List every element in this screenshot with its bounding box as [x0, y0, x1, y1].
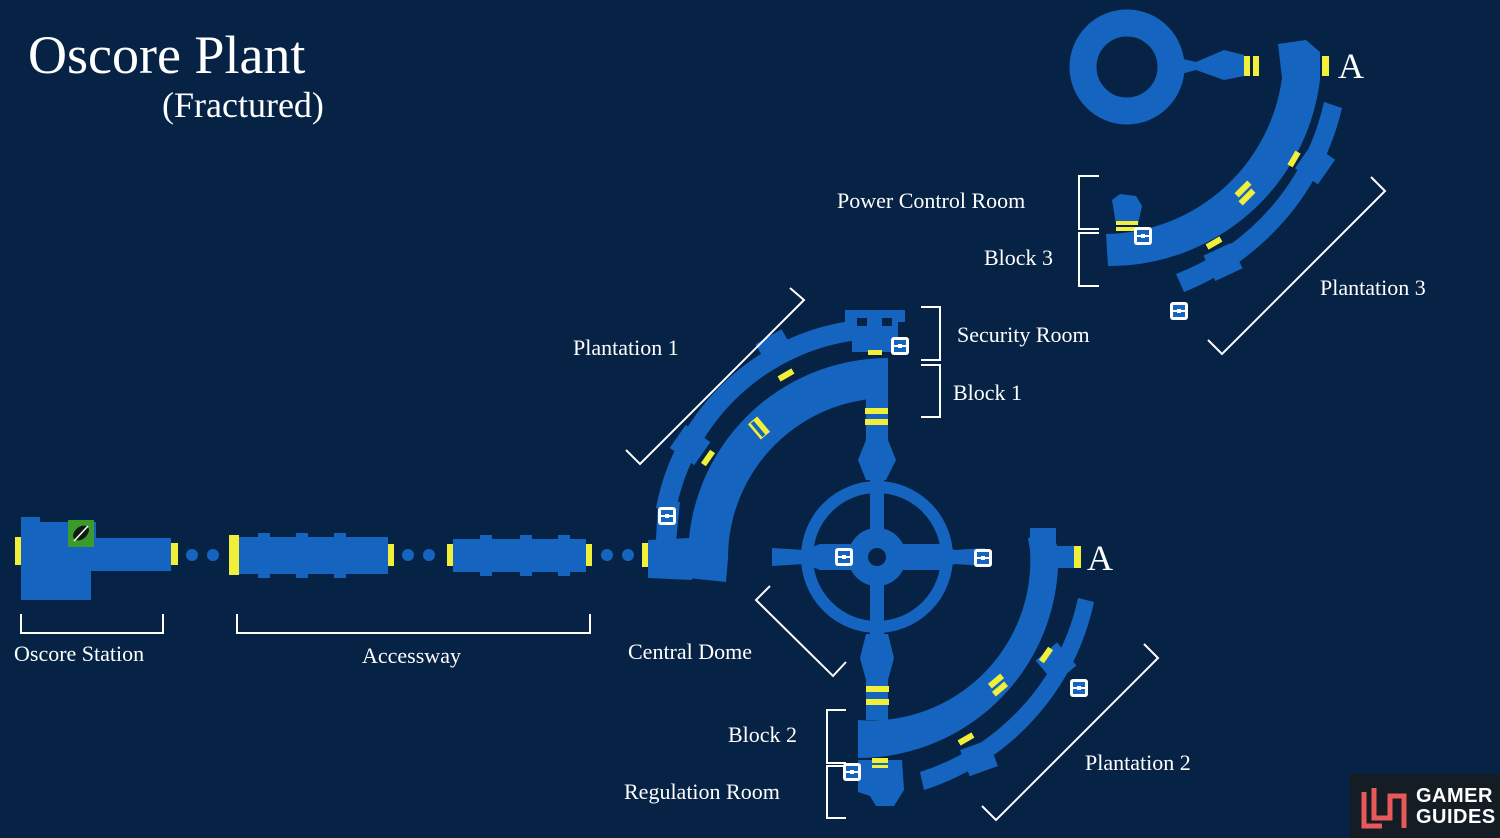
north-corridor [858, 398, 896, 480]
leaf-save-point-icon [68, 520, 94, 547]
treasure-chest-icon [974, 549, 992, 567]
treasure-chest-icon [835, 548, 853, 566]
power-control-room-bracket [1078, 175, 1099, 230]
block-2-bracket [826, 709, 846, 764]
connector-marker-top: A [1338, 46, 1364, 86]
oscore-station-bracket [20, 614, 164, 634]
central-dome [772, 478, 985, 638]
accessway-bracket [236, 614, 591, 634]
map-title: Oscore Plant [28, 25, 305, 85]
label-oscore-station: Oscore Station [14, 641, 144, 666]
power-control-room [1112, 194, 1142, 231]
block-1-bracket [921, 364, 941, 418]
treasure-chest-icon [1134, 227, 1152, 245]
ring-room [1069, 9, 1259, 125]
plantation-1-bracket [625, 287, 806, 466]
block-3-arc [1106, 40, 1329, 267]
gamer-guides-logo-icon [1361, 788, 1407, 829]
block-3-bracket [1078, 232, 1099, 287]
security-room [845, 310, 905, 355]
label-plantation-3: Plantation 3 [1320, 275, 1426, 300]
label-regulation-room: Regulation Room [624, 779, 780, 804]
treasure-chest-icon [891, 337, 909, 355]
logo-line-1: GAMER [1416, 785, 1493, 807]
plantation-2-bracket [981, 643, 1160, 822]
logo-line-2: GUIDES [1416, 806, 1496, 828]
path-dots [186, 549, 634, 561]
accessway-corridor [229, 533, 592, 578]
gamer-guides-logo: GAMER GUIDES [1350, 774, 1500, 838]
plantation-2-arc [920, 598, 1094, 790]
label-accessway: Accessway [362, 643, 461, 668]
plantation-3-bracket [1207, 176, 1387, 356]
block-2-arc [858, 528, 1081, 759]
label-plantation-2: Plantation 2 [1085, 750, 1191, 775]
oscore-station-room [15, 517, 178, 600]
gamer-guides-logo-text: GAMER GUIDES [1416, 786, 1496, 828]
label-block-2: Block 2 [728, 722, 797, 747]
label-block-3: Block 3 [984, 245, 1053, 270]
treasure-chest-icon [1170, 302, 1188, 320]
regulation-room-bracket [826, 765, 846, 819]
map-subtitle: (Fractured) [162, 85, 324, 125]
plantation-3-arc [1176, 102, 1342, 292]
label-block-1: Block 1 [953, 380, 1022, 405]
treasure-chest-icon [1070, 679, 1088, 697]
regulation-room [858, 758, 904, 806]
label-power-control-room: Power Control Room [837, 188, 1025, 213]
label-plantation-1: Plantation 1 [573, 335, 679, 360]
security-room-bracket [921, 306, 941, 361]
treasure-chest-icon [658, 507, 676, 525]
label-central-dome: Central Dome [628, 639, 752, 664]
connector-marker-bottom: A [1087, 538, 1113, 578]
south-corridor [860, 634, 894, 720]
label-security-room: Security Room [957, 322, 1090, 347]
central-dome-bracket [754, 585, 847, 678]
block-1-arc [642, 358, 888, 582]
